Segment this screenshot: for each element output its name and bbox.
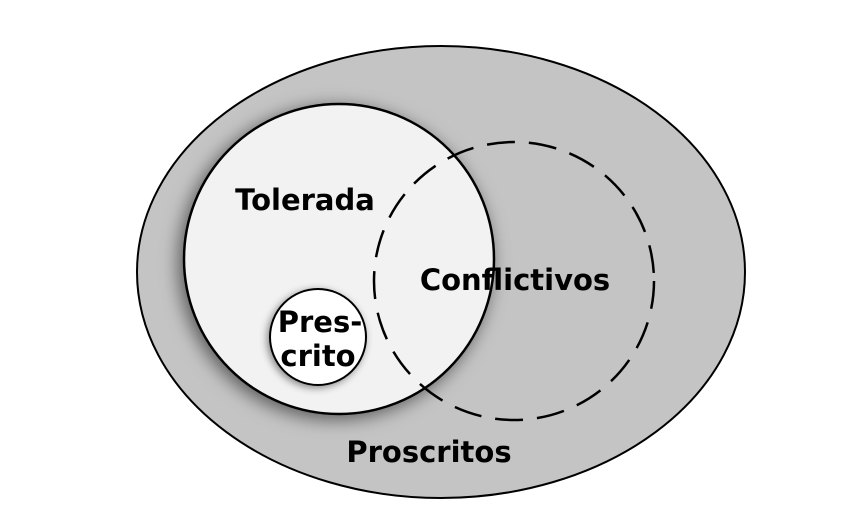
- proscritos-label: Proscritos: [346, 435, 511, 469]
- prescrito-label-line1: Pres-: [278, 305, 363, 339]
- tolerada-label: Tolerada: [235, 183, 375, 217]
- prescrito-region: [269, 288, 367, 386]
- prescrito-label-line2: crito: [280, 339, 355, 373]
- conflictivos-region: [372, 140, 656, 422]
- conflictivos-label: Conflictivos: [420, 263, 610, 297]
